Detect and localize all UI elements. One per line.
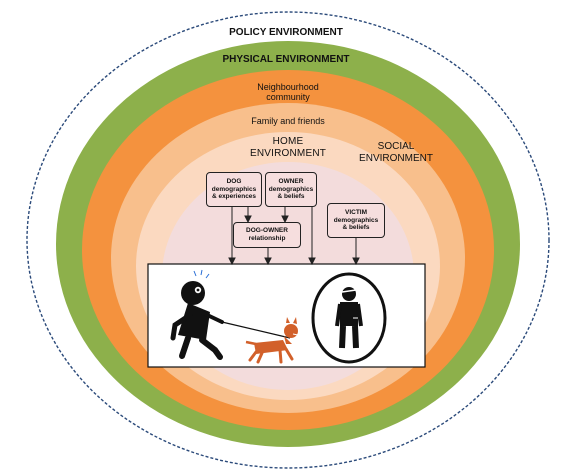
owner-box-line2: demographics — [268, 185, 314, 193]
home-line1: HOME — [272, 136, 304, 147]
physical-environment-label: PHYSICAL ENVIRONMENT — [222, 54, 350, 65]
owner-box-title: OWNER — [278, 177, 304, 185]
victim-box-line2: demographics — [333, 216, 379, 224]
social-environment-label: SOCIAL ENVIRONMENT — [346, 141, 446, 164]
dog-figure — [245, 317, 299, 364]
arrow-icon — [352, 257, 360, 266]
owner-box-line3: & beliefs — [277, 193, 305, 201]
dog-box-line2: demographics — [211, 185, 257, 193]
arrow-icon — [228, 257, 236, 266]
owner-figure — [170, 269, 291, 360]
neighbourhood-label: Neighbourhood community — [226, 82, 350, 103]
neighbourhood-line1: Neighbourhood — [257, 82, 319, 92]
dog-demographics-box: DOG demographics & experiences — [206, 172, 262, 207]
home-line2: ENVIRONMENT — [249, 147, 327, 159]
home-environment-label: HOME ENVIRONMENT — [236, 136, 340, 159]
policy-environment-label: POLICY ENVIRONMENT — [229, 27, 343, 38]
relationship-box-title: DOG-OWNER — [246, 227, 288, 235]
dog-box-title: DOG — [226, 177, 242, 185]
arrow-icon — [244, 215, 252, 224]
dog-box-line3: & experiences — [211, 193, 257, 201]
victim-box-title: VICTIM — [344, 208, 368, 216]
victim-box-line3: & beliefs — [342, 224, 370, 232]
dog-owner-relationship-box: DOG-OWNER relationship — [233, 222, 301, 248]
social-line2: ENVIRONMENT — [359, 152, 433, 164]
social-line1: SOCIAL — [377, 141, 415, 152]
family-label: Family and friends — [251, 116, 325, 126]
arrows — [228, 207, 360, 266]
relationship-box-line2: relationship — [248, 235, 286, 242]
victim-figure — [311, 272, 387, 364]
arrow-icon — [281, 215, 289, 224]
arrow-icon — [308, 257, 316, 266]
neighbourhood-line2: community — [266, 92, 310, 103]
owner-demographics-box: OWNER demographics & beliefs — [265, 172, 317, 207]
arrow-icon — [264, 257, 272, 266]
victim-demographics-box: VICTIM demographics & beliefs — [327, 203, 385, 238]
